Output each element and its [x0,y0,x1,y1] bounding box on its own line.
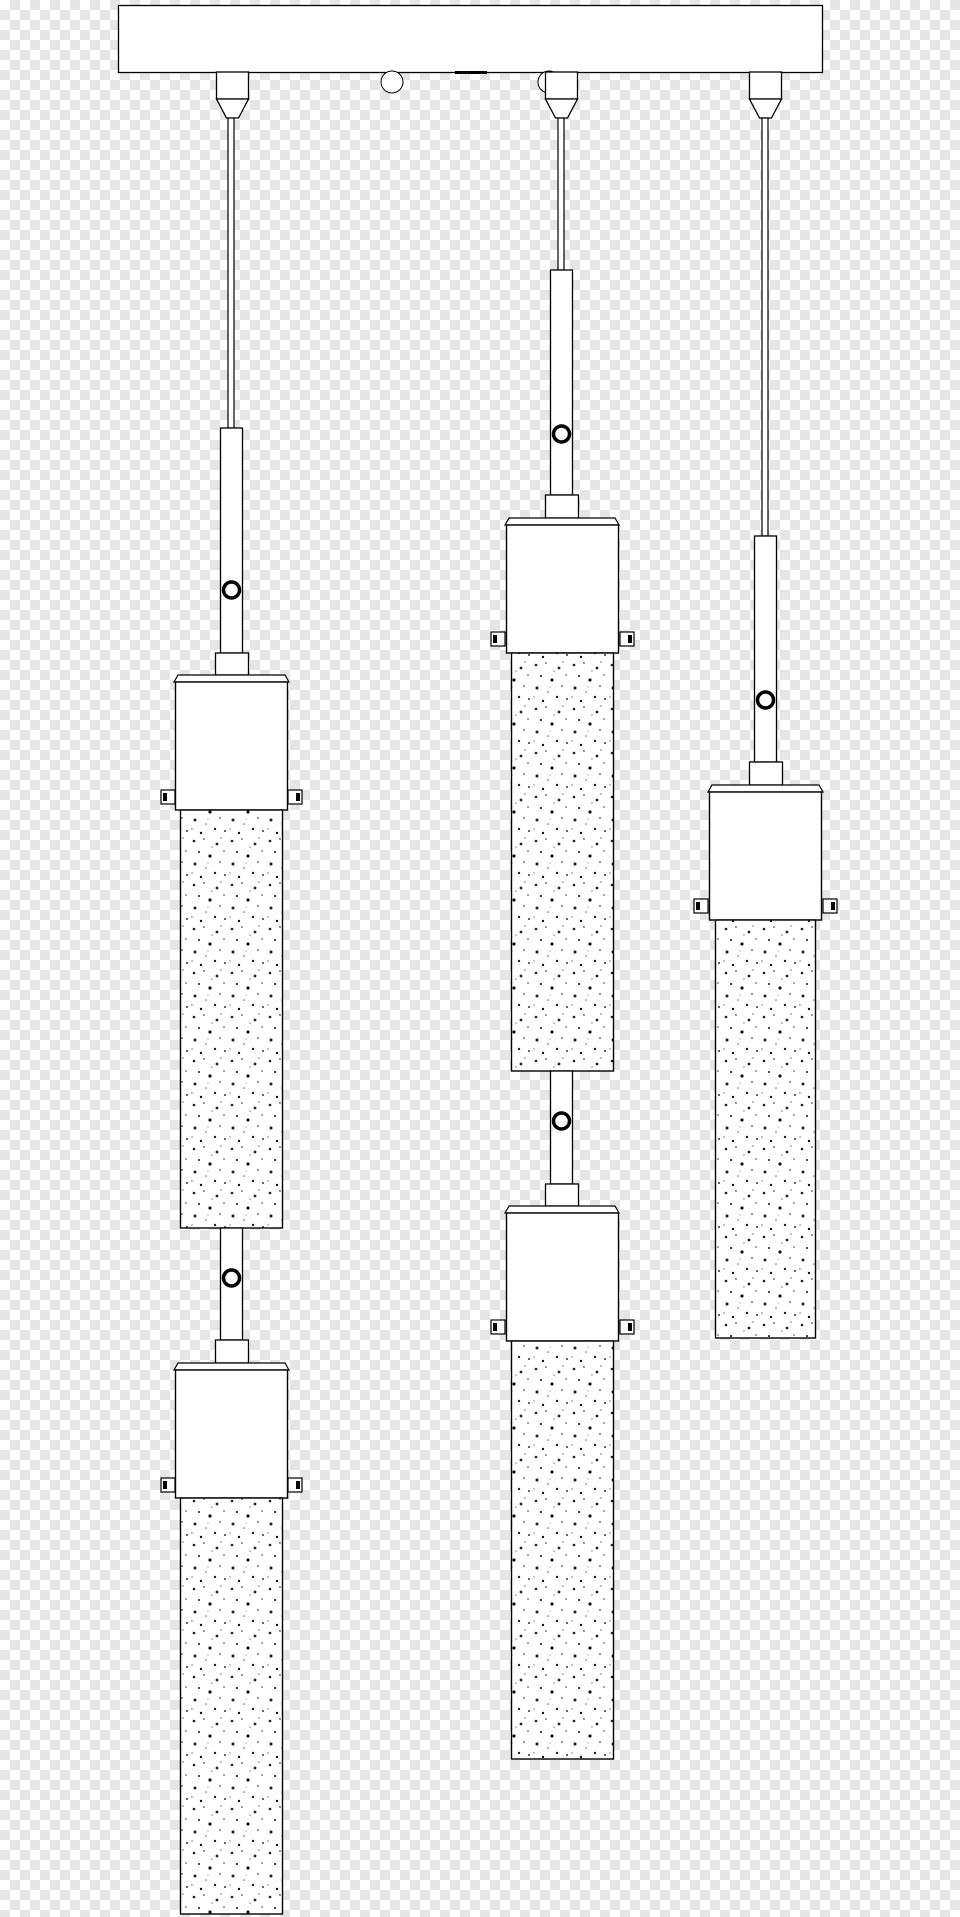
shade-housing-center-lower [505,1212,620,1342]
suspension-cord-center [557,117,565,271]
canopy-center-slot [455,71,487,74]
shade-assembly-center-upper [490,517,635,1072]
crystal-tube-center-upper [510,652,615,1072]
pendant-right [693,71,838,1339]
canopy-plate [117,4,824,74]
stem-knob-left [221,580,242,600]
shade-housing-left-upper [174,681,289,811]
crystal-tube-left-lower [179,1497,284,1915]
shade-cap-center-upper [503,517,621,526]
cord-socket-center [544,71,579,119]
stem-rod-left [219,427,244,654]
cord-socket-right [748,71,783,119]
shade-assembly-left-lower [160,1362,303,1915]
shade-housing-left-lower [174,1369,289,1499]
pendant-center [490,71,635,1760]
stem-rod-center [549,269,574,496]
crystal-tube-left-upper [179,809,284,1229]
stem-collar-right [748,761,784,786]
shade-cap-right [706,784,825,793]
stem-collar-left [214,652,250,676]
stem-knob-left-lower [221,1268,242,1288]
stem-knob-right [755,690,776,710]
cord-socket-right-body [748,71,783,100]
stem-knob-center-lower [551,1111,572,1131]
stem-collar-left-lower [214,1339,250,1364]
shade-cap-center-lower [503,1205,621,1214]
shade-cap-left-lower [172,1362,291,1371]
stem-collar-center [544,494,580,519]
shade-assembly-left-upper [160,674,303,1229]
stem-rod-right [753,535,778,763]
shade-assembly-right [693,784,838,1339]
suspension-cord-right [761,117,769,537]
stem-collar-center-lower [544,1183,580,1207]
cord-socket-left [215,71,250,119]
suspension-cord-left [227,117,235,429]
canopy-screw-left [380,70,404,94]
crystal-tube-center-lower [510,1340,615,1760]
ceiling-canopy [117,4,824,94]
stem-knob-center [551,424,572,444]
pendant-left [160,71,303,1915]
shade-cap-left-upper [172,674,291,683]
crystal-tube-right [714,919,817,1339]
shade-housing-right [708,791,823,921]
shade-housing-center-upper [505,524,620,654]
shade-assembly-center-lower [490,1205,635,1760]
